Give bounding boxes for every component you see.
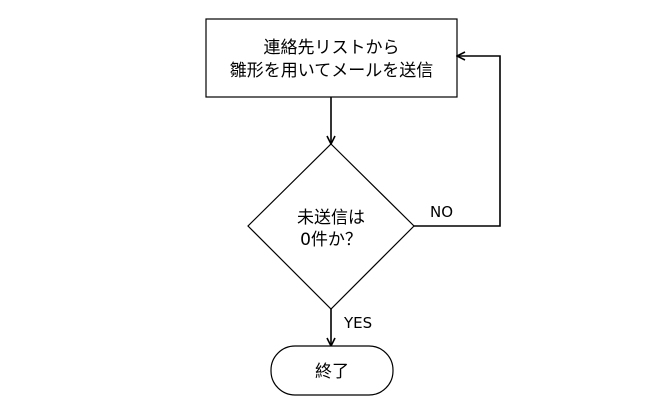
process-node-line1: 連絡先リストから bbox=[264, 38, 400, 58]
end-node-label: 終了 bbox=[315, 362, 349, 382]
process-node-line2: 雛形を用いてメールを送信 bbox=[230, 61, 434, 81]
decision-node-line1: 未送信は bbox=[297, 208, 365, 228]
decision-node-unsent-zero: 未送信は 0件か？ bbox=[247, 143, 415, 310]
decision-node-line2: 0件か？ bbox=[300, 230, 362, 250]
process-node-send-email: 連絡先リストから 雛形を用いてメールを送信 bbox=[205, 18, 458, 98]
end-node-terminator: 終了 bbox=[270, 345, 394, 396]
edge-label-no: NO bbox=[430, 203, 453, 221]
process-node-box bbox=[205, 18, 458, 98]
end-node-box bbox=[270, 345, 394, 396]
edge-label-yes: YES bbox=[343, 314, 372, 332]
edge-no-loop-back bbox=[414, 56, 501, 227]
